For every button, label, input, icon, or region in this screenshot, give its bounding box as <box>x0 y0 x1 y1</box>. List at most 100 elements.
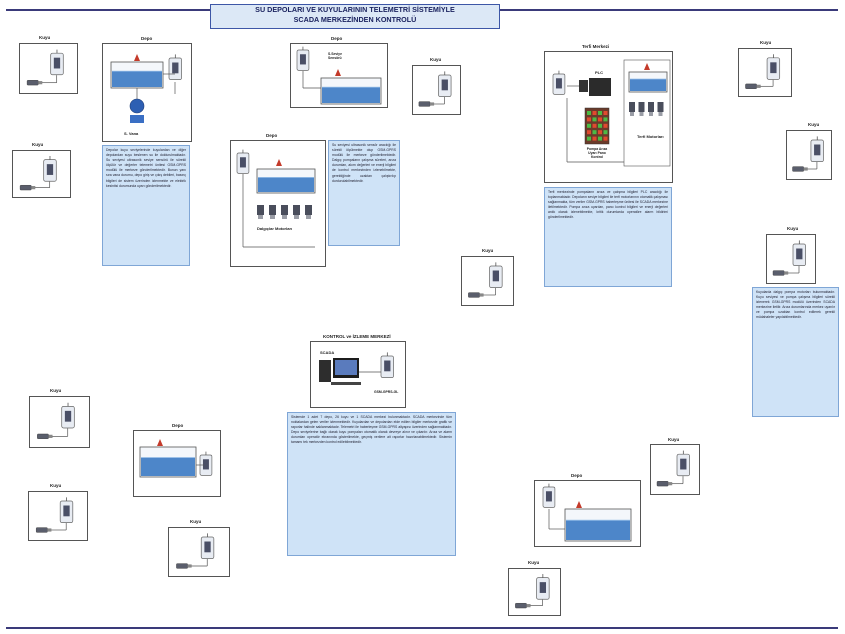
depo-panel <box>133 430 221 497</box>
well-diagram-icon <box>19 156 57 191</box>
pump-motor-icon <box>792 166 804 172</box>
kuyu-panel <box>650 444 700 495</box>
kuyu-panel <box>766 234 816 284</box>
depo-panel <box>290 43 388 108</box>
telemetry-unit <box>810 136 824 162</box>
pump-head-icon <box>48 434 53 438</box>
pump-motor-icon <box>35 527 48 533</box>
kuyu-panel <box>28 491 88 541</box>
panel-light <box>592 117 597 122</box>
telemetry-unit <box>676 450 690 477</box>
terfi-base-icon <box>639 112 644 116</box>
pump-motor-icon <box>468 292 480 298</box>
panel-light <box>592 123 597 128</box>
level-sensor-icon <box>335 69 341 76</box>
dalgic-motor-icon <box>269 205 276 215</box>
panel-light <box>587 111 591 115</box>
telemetry-unit <box>766 54 781 80</box>
dalgic-base-icon <box>258 215 263 219</box>
depo-panel <box>102 43 192 142</box>
note-terfi: Terfi merkezinde pompaların arıza ve çal… <box>544 187 672 287</box>
valve-body-icon <box>130 115 144 123</box>
plc-rack-icon <box>589 78 611 96</box>
telemetry-display-icon <box>53 57 61 69</box>
pump-unit <box>772 270 789 276</box>
monitor-screen <box>335 360 357 375</box>
pump-head-icon <box>38 81 43 85</box>
tank-diagram <box>139 439 213 478</box>
telemetry-display-icon <box>539 582 547 593</box>
kuyu-panel <box>508 568 561 616</box>
pump-head-icon <box>479 293 484 297</box>
terfi-motor-icon <box>648 102 654 112</box>
dalgic-base-icon <box>306 215 311 219</box>
telemetry-display-icon <box>545 491 552 502</box>
well-diagram-icon <box>792 136 824 172</box>
tank-water <box>112 71 162 87</box>
pump-motor-icon <box>176 563 188 569</box>
telemetry-display-icon <box>172 62 179 74</box>
kuyu-panel <box>12 150 71 198</box>
title-line-2: SCADA MERKEZİNDEN KONTROLÜ <box>293 15 417 24</box>
panel-light <box>598 136 602 141</box>
depo-panel <box>534 480 641 547</box>
pump-unit <box>418 101 435 107</box>
telemetry-display-icon <box>770 62 777 74</box>
pump-head-icon <box>668 482 673 486</box>
plc-module-icon <box>579 80 588 92</box>
tank-water <box>566 520 630 540</box>
panel-light <box>603 117 608 122</box>
pump-head-icon <box>31 186 36 190</box>
telemetry-display-icon <box>555 78 562 89</box>
note-kuyu-right: Kuyularda dalgıç pompa motorları bulunma… <box>752 287 839 417</box>
tank-water <box>322 87 380 103</box>
panel-light <box>603 130 608 135</box>
telemetry-display-icon <box>384 360 391 372</box>
panel-light <box>603 123 608 128</box>
title-line-1: SU DEPOLARI VE KUYULARININ TELEMETRİ SİS… <box>255 5 455 14</box>
telemetry-unit <box>489 262 503 288</box>
kuyu-panel <box>412 65 461 115</box>
dalgic-base-icon <box>294 215 299 219</box>
panel-light <box>587 117 591 122</box>
telemetry-unit <box>380 352 394 378</box>
kuyu-panel <box>19 43 78 94</box>
pump-unit <box>37 433 53 439</box>
pump-motor-icon <box>37 433 49 439</box>
telemetry-unit <box>168 54 182 80</box>
level-sensor-icon <box>157 439 163 446</box>
terfi-motor-icon <box>638 102 645 112</box>
dalgic-motor-icon <box>305 205 312 215</box>
pump-motor-icon <box>772 270 785 276</box>
well-diagram-icon <box>468 262 503 298</box>
well-diagram-icon <box>35 497 74 533</box>
pump-unit <box>468 292 484 298</box>
terfi-base-icon <box>658 112 663 116</box>
pump-unit <box>19 185 36 191</box>
terfi-panel <box>544 51 673 183</box>
page-title: SU DEPOLARI VE KUYULARININ TELEMETRİ SİS… <box>210 4 500 29</box>
valve-actuator-icon <box>129 98 145 114</box>
panel-light <box>592 130 597 135</box>
telemetry-unit <box>59 497 74 523</box>
pump-motor-icon <box>19 185 32 191</box>
panel-light <box>598 123 602 128</box>
panel-light <box>598 130 602 135</box>
pump-unit <box>35 527 52 533</box>
telemetry-display-icon <box>299 54 306 65</box>
well-diagram-icon <box>745 54 781 89</box>
telemetry-display-icon <box>680 458 687 470</box>
bottom-rule <box>6 627 838 629</box>
pump-unit <box>792 166 808 172</box>
dalgic-motor-icon <box>293 205 300 215</box>
computer-tower-icon <box>319 360 331 382</box>
pump-motor-icon <box>745 83 757 89</box>
dalgic-base-icon <box>282 215 287 219</box>
panel-light <box>598 117 602 122</box>
telemetry-unit <box>438 71 452 97</box>
kuyu-panel <box>29 396 90 448</box>
panel-light <box>587 136 591 141</box>
pump-motor-icon <box>515 603 527 609</box>
level-sensor-icon <box>576 501 582 508</box>
pump-unit <box>515 603 531 609</box>
